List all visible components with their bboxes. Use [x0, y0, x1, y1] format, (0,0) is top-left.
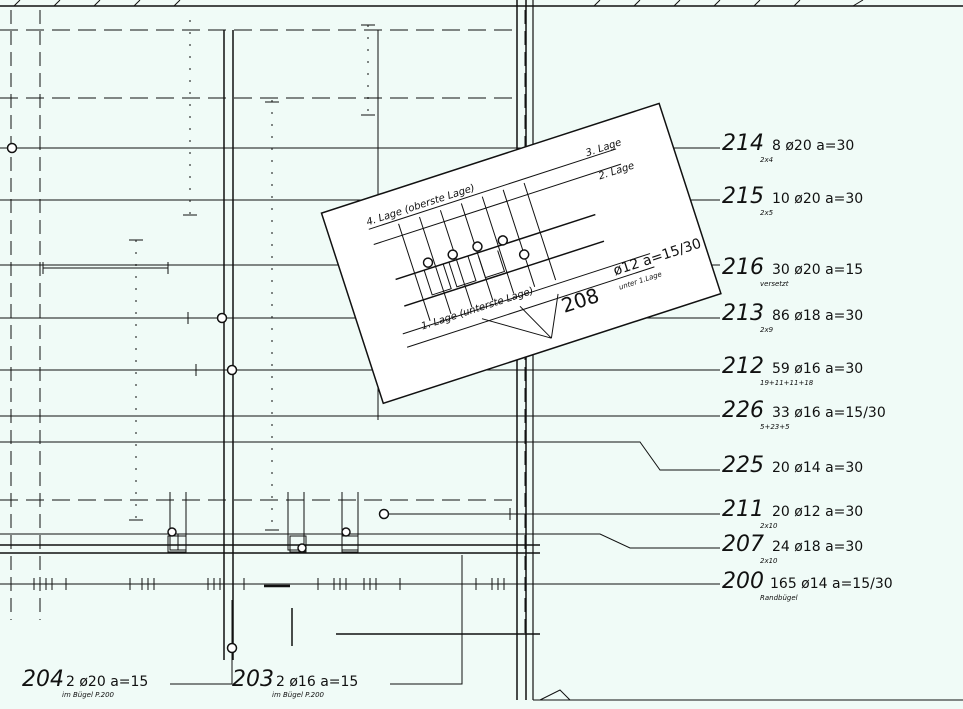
- bar-labels: 214 8 ø20 a=30 2x4 215 10 ø20 a=30 2x5 216 30 ø…: [722, 131, 893, 602]
- bar-spec: 8 ø20 a=30: [772, 138, 854, 154]
- bar-label-207: 207 24 ø18 a=30 2x10: [722, 532, 863, 565]
- bar-spec: 165 ø14 a=15/30: [770, 576, 893, 592]
- bar-pos-number: 212: [722, 354, 764, 379]
- bar-pos-number: 215: [722, 184, 764, 209]
- bar-spec: 20 ø14 a=30: [772, 460, 863, 476]
- bar-spec: 33 ø16 a=15/30: [772, 405, 886, 421]
- bar-label-216: 216 30 ø20 a=15 versetzt: [722, 255, 863, 288]
- bar-label-212: 212 59 ø16 a=30 19+11+11+18: [722, 354, 863, 387]
- bar-subnote: versetzt: [760, 280, 789, 288]
- bar-subnote: 5+23+5: [760, 423, 790, 431]
- bar-subnote: Randbügel: [760, 594, 798, 602]
- bar-pos-number: 214: [722, 131, 764, 156]
- bottom-pos-number: 204: [22, 667, 64, 692]
- bar-pos-number: 226: [722, 398, 764, 423]
- bottom-spec: 2 ø16 a=15: [276, 674, 358, 690]
- bar-spec: 59 ø16 a=30: [772, 361, 863, 377]
- bar-spec: 30 ø20 a=15: [772, 262, 863, 278]
- bar-label-225: 225 20 ø14 a=30: [722, 453, 863, 478]
- bar-pos-number: 200: [722, 569, 764, 594]
- bar-label-211: 211 20 ø12 a=30 2x10: [722, 497, 863, 530]
- bar-pos-number: 211: [722, 497, 764, 522]
- bar-subnote: 19+11+11+18: [760, 379, 814, 387]
- bar-label-226: 226 33 ø16 a=15/30 5+23+5: [722, 398, 886, 431]
- bar-label-214: 214 8 ø20 a=30 2x4: [722, 131, 854, 164]
- bar-spec: 20 ø12 a=30: [772, 504, 863, 520]
- bar-spec: 86 ø18 a=30: [772, 308, 863, 324]
- bottom-subnote: im Bügel P.200: [62, 691, 115, 699]
- bar-pos-number: 213: [722, 301, 764, 326]
- bar-subnote: 2x5: [760, 209, 774, 217]
- bar-spec: 24 ø18 a=30: [772, 539, 863, 555]
- bar-subnote: 2x4: [760, 156, 773, 164]
- bar-subnote: 2x9: [760, 326, 774, 334]
- bottom-spec: 2 ø20 a=15: [66, 674, 148, 690]
- bar-pos-number: 216: [722, 255, 764, 280]
- bar-subnote: 2x10: [760, 557, 778, 565]
- bar-subnote: 2x10: [760, 522, 778, 530]
- bar-pos-number: 225: [722, 453, 764, 478]
- bottom-pos-number: 203: [232, 667, 274, 692]
- bar-spec: 10 ø20 a=30: [772, 191, 863, 207]
- bar-label-215: 215 10 ø20 a=30 2x5: [722, 184, 863, 217]
- bar-pos-number: 207: [722, 532, 764, 557]
- bottom-subnote: im Bügel P.200: [272, 691, 325, 699]
- bar-label-213: 213 86 ø18 a=30 2x9: [722, 301, 863, 334]
- layer-detail-card: 4. Lage (oberste Lage) 3. Lage 2. Lage 1…: [320, 102, 722, 405]
